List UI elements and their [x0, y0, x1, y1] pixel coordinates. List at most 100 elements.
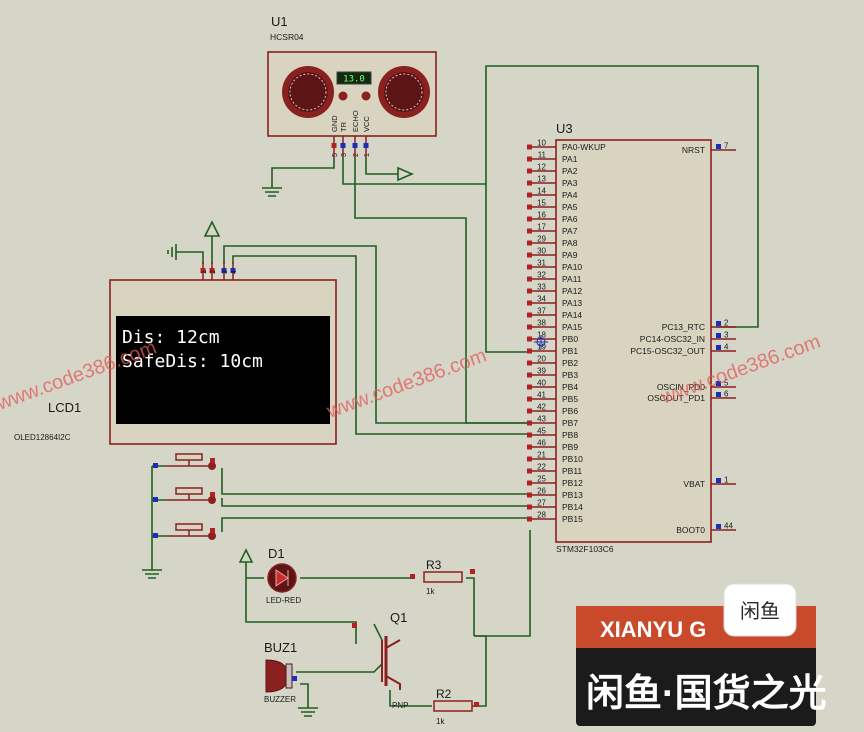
oled-display[interactable]: GND1VCC2SCL3SDA4 Dis: 12cm SafeDis: 10cm…: [14, 262, 337, 445]
pin-number: 27: [537, 499, 546, 508]
wire-u1-gnd: [271, 158, 335, 188]
pin-marker: [153, 463, 158, 468]
transistor-q1[interactable]: Q1 PNP: [352, 610, 408, 710]
pin-number: 5: [724, 379, 729, 388]
mcu-ref: U3: [556, 121, 573, 136]
mcu-pin-pb14[interactable]: 27 PB14: [527, 499, 583, 513]
pin-marker: [527, 300, 532, 306]
pin-name: PB6: [562, 406, 578, 416]
led-d1[interactable]: D1 LED-RED: [266, 546, 301, 605]
pin-number: 41: [537, 391, 546, 400]
pin-name: PA2: [562, 166, 578, 176]
pin-marker: [527, 348, 532, 354]
pin-name: PB12: [562, 478, 583, 488]
oled-line-2: SafeDis: 10cm: [122, 351, 263, 372]
oled-line-1: Dis: 12cm: [122, 327, 220, 348]
pin-number: 30: [537, 247, 546, 256]
pin-name: PB13: [562, 490, 583, 500]
resistor-r2[interactable]: R2 1k: [433, 687, 479, 726]
buzzer-buz1[interactable]: BUZ1 BUZZER: [264, 640, 297, 704]
pin-marker: [200, 268, 206, 273]
push-button-3[interactable]: [153, 523, 216, 540]
u1-pin-tr[interactable]: TR3: [339, 121, 348, 158]
resistor-r3[interactable]: R3 1k: [410, 558, 475, 596]
pin-marker: [474, 702, 479, 707]
hcsr04-display: [336, 71, 372, 85]
r3-ref: R3: [426, 558, 442, 572]
q1-part: PNP: [392, 701, 408, 710]
push-button-1[interactable]: [153, 453, 216, 470]
push-button-2[interactable]: [153, 487, 216, 504]
pin-name: PA10: [562, 262, 582, 272]
pin-number: 2: [353, 153, 360, 157]
xianyu-watermark-badge: XIANYU G 闲鱼 闲鱼·国货之光: [576, 583, 827, 726]
buz-ref: BUZ1: [264, 640, 297, 655]
d1-ref: D1: [268, 546, 285, 561]
pin-name: PB1: [562, 346, 578, 356]
pin-name: PB14: [562, 502, 583, 512]
pin-name: PB7: [562, 418, 578, 428]
push-button-icon: [175, 487, 203, 495]
ground-icon: [142, 569, 162, 579]
pin-number: 38: [537, 319, 546, 328]
watermark-text: www.code386.com: [323, 345, 489, 423]
u1-ref: U1: [271, 14, 288, 29]
pin-number: 15: [537, 199, 546, 208]
power-symbols: [203, 166, 415, 563]
pin-marker: [527, 408, 532, 414]
pin-name: PB11: [562, 466, 582, 476]
pin-marker: [331, 143, 337, 148]
xianyu-logo-icon: [723, 583, 797, 637]
wire-buz-q: [296, 663, 383, 673]
wire-btn1: [221, 468, 530, 495]
pin-marker: [410, 574, 415, 579]
pin-marker: [527, 492, 532, 498]
pin-name: PA13: [562, 298, 582, 308]
pin-number: 46: [537, 439, 546, 448]
